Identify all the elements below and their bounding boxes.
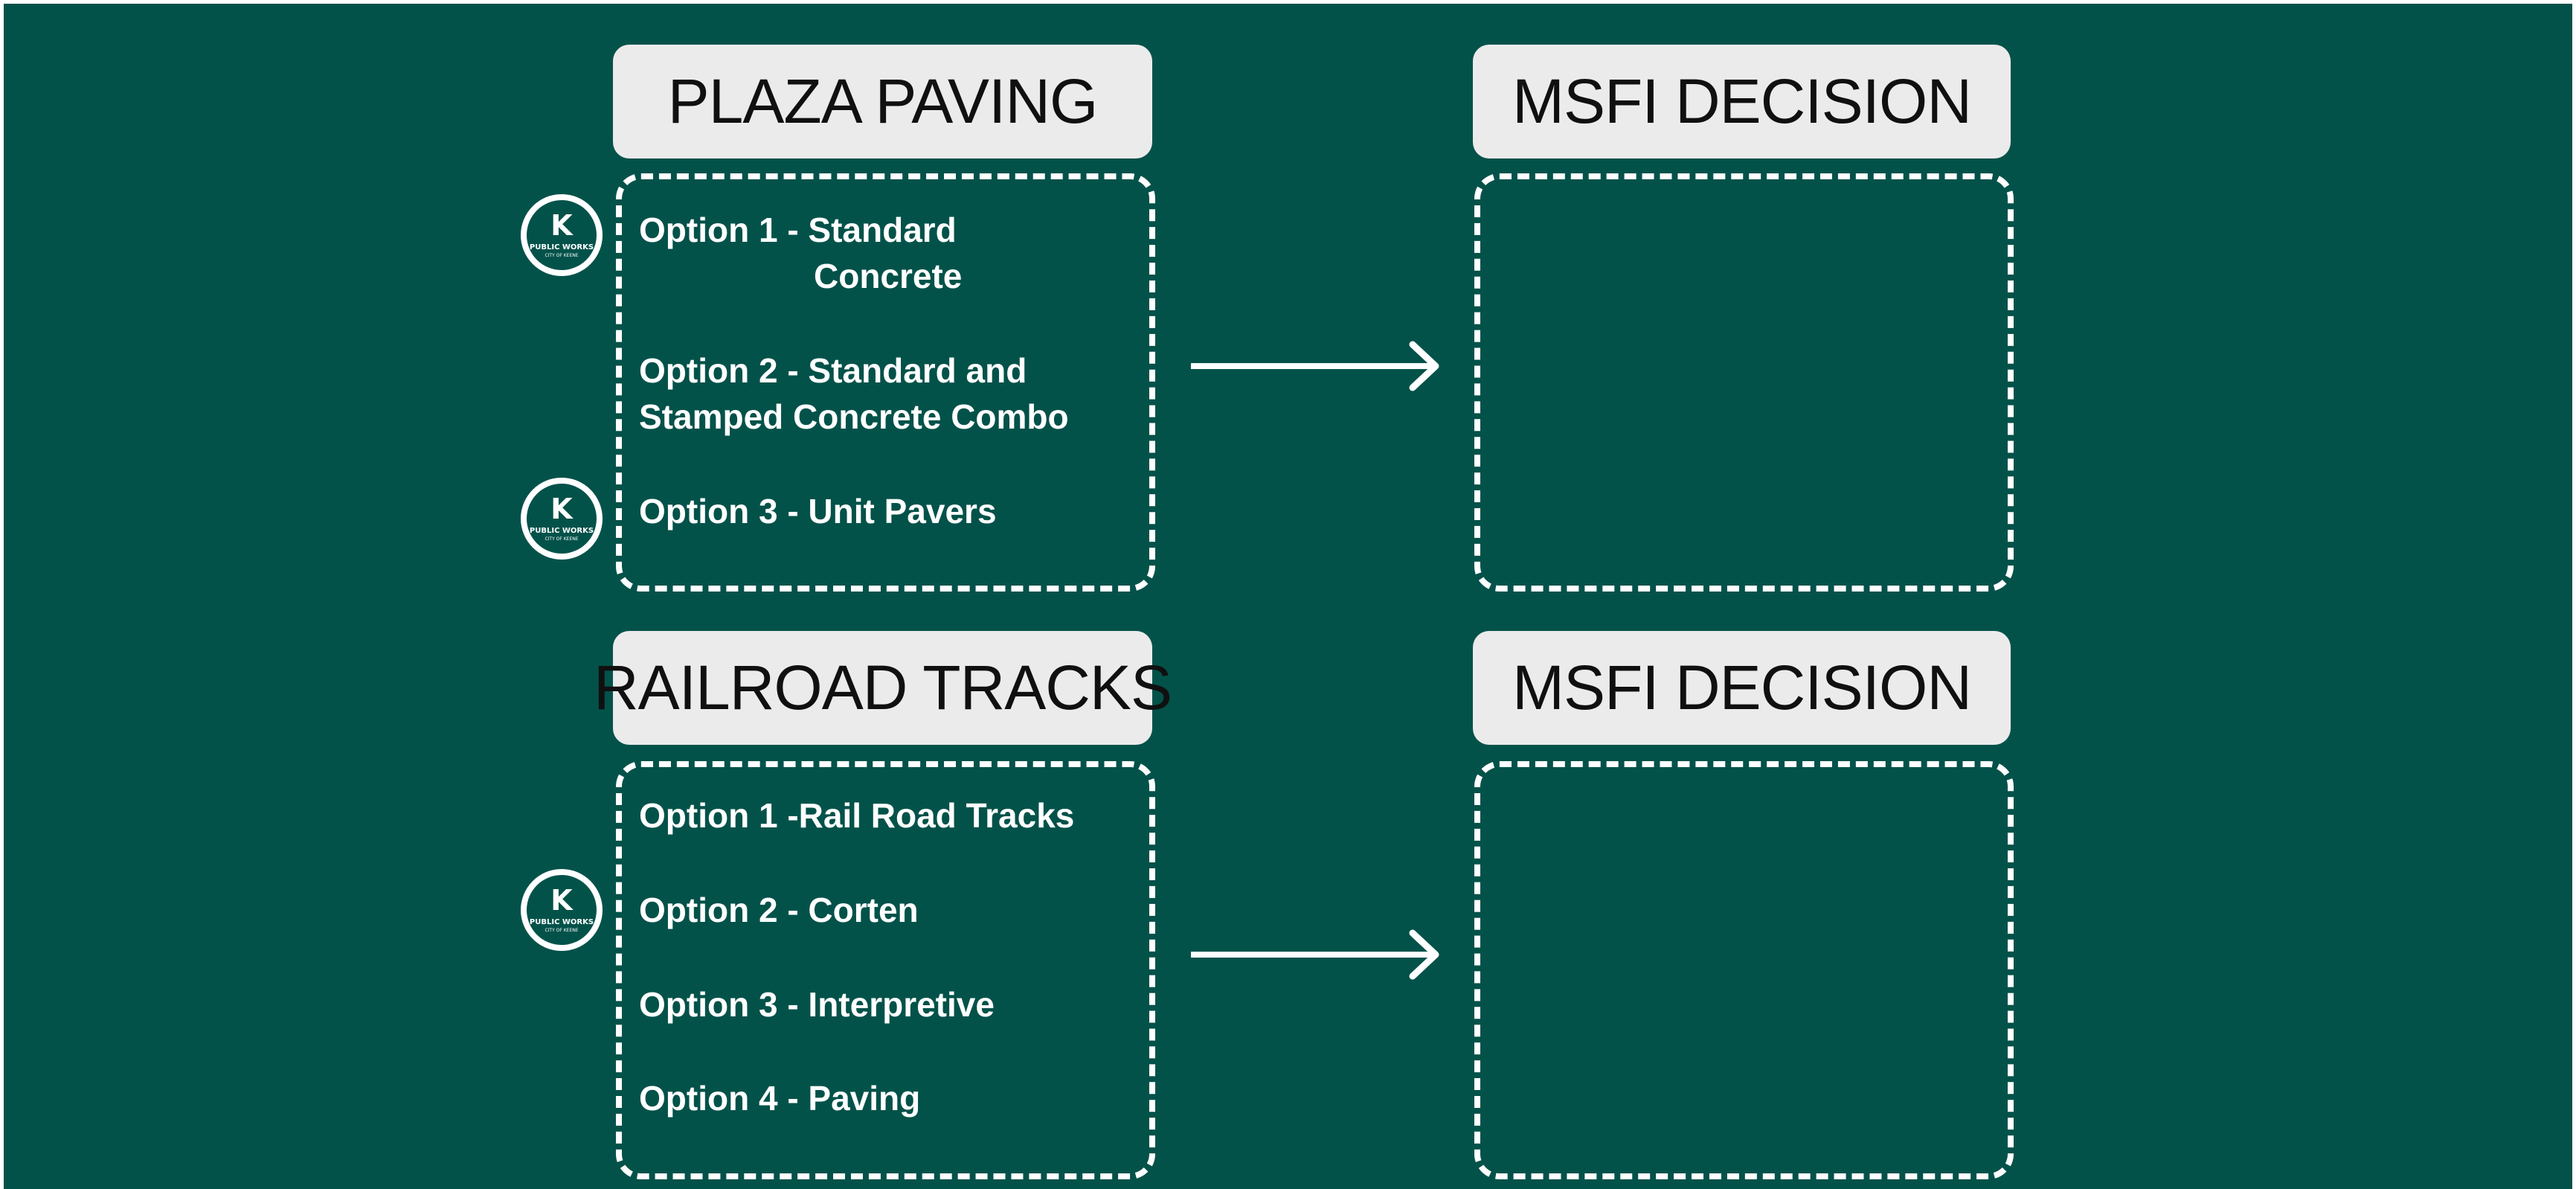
plaza-paving-header: PLAZA PAVING [613, 45, 1152, 158]
railroad-option-2: Option 2 - Corten [639, 891, 919, 929]
right-arrow-icon [1191, 341, 1439, 391]
public-works-logo: K PUBLIC WORKS CITY OF KEENE [521, 869, 603, 951]
public-works-logo: K PUBLIC WORKS CITY OF KEENE [521, 194, 603, 276]
railroad-tracks-header: RAILROAD TRACKS [594, 631, 1172, 745]
railroad-tracks-title: RAILROAD TRACKS [594, 653, 1172, 722]
railroad-option-3: Option 3 - Interpretive [639, 985, 995, 1024]
public-works-logo: K PUBLIC WORKS CITY OF KEENE [521, 478, 603, 560]
plaza-option-3: Option 3 - Unit Pavers [639, 492, 997, 531]
plaza-paving-options-box [616, 173, 1155, 592]
right-arrow-icon [1191, 929, 1439, 980]
plaza-option-1: Option 1 - Standard Concrete [639, 211, 963, 295]
msfi-decision-box [1474, 173, 2014, 592]
msfi-decision-header: MSFI DECISION [1473, 631, 2011, 745]
msfi-decision-title: MSFI DECISION [1512, 66, 1972, 136]
plaza-paving-title: PLAZA PAVING [667, 66, 1099, 136]
railroad-option-4: Option 4 - Paving [639, 1079, 921, 1118]
msfi-decision-header: MSFI DECISION [1473, 45, 2011, 158]
slide: PLAZA PAVING Option 1 - Standard Concret… [4, 4, 2572, 1189]
msfi-decision-title: MSFI DECISION [1512, 653, 1972, 722]
railroad-option-1: Option 1 -Rail Road Tracks [639, 796, 1075, 835]
plaza-option-2: Option 2 - Standard and Stamped Concrete… [639, 351, 1069, 436]
railroad-tracks-options-box [616, 761, 1155, 1179]
msfi-decision-box [1474, 761, 2014, 1179]
